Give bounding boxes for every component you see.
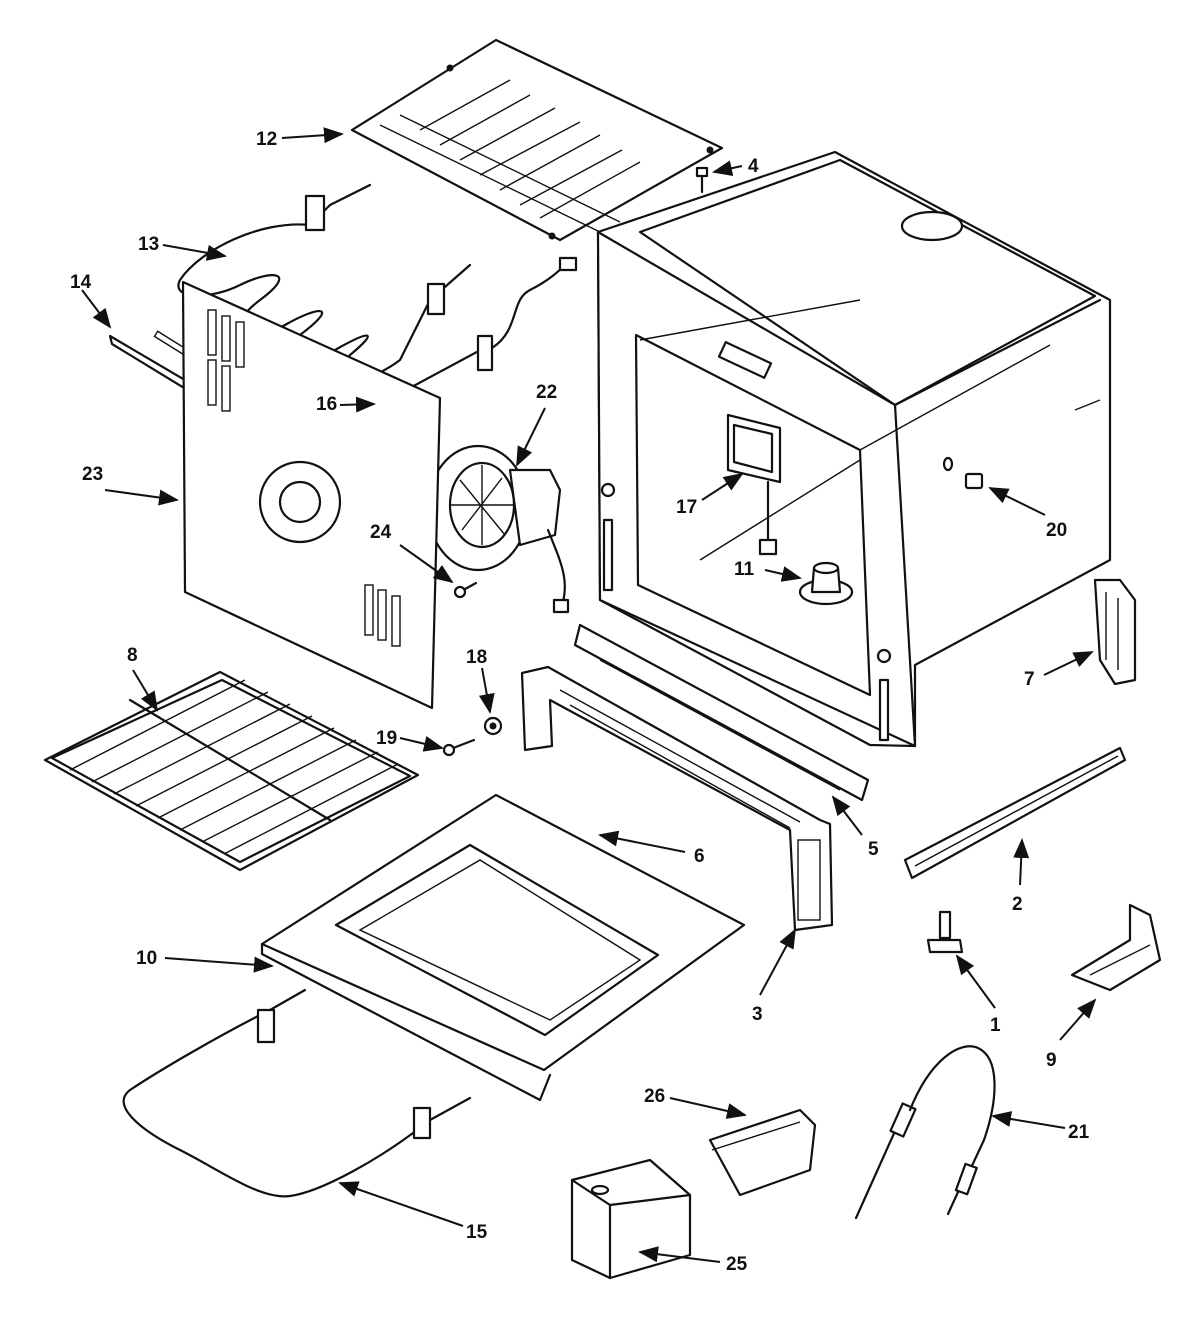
part-5-frame-lower <box>573 623 870 802</box>
part-8-oven-rack <box>43 670 420 872</box>
callout-6: 6 <box>694 846 705 867</box>
part-2-rail <box>903 746 1127 880</box>
callout-26: 26 <box>644 1086 665 1107</box>
callout-7: 7 <box>1024 669 1035 690</box>
callout-labels: 12 4 13 14 16 22 23 17 20 24 11 8 18 7 1… <box>70 129 1090 1275</box>
part-20-clip <box>942 456 984 490</box>
callout-20: 20 <box>1046 520 1067 541</box>
callout-19: 19 <box>376 728 397 749</box>
part-26-trim <box>708 1108 817 1197</box>
callout-8: 8 <box>127 645 138 666</box>
callout-18: 18 <box>466 647 487 668</box>
oven-cavity <box>596 150 1112 748</box>
part-21-meat-probe <box>854 1045 996 1220</box>
callout-17: 17 <box>676 497 697 518</box>
callout-22: 22 <box>536 382 557 403</box>
callout-5: 5 <box>868 839 879 860</box>
callout-2: 2 <box>1012 894 1023 915</box>
part-24-screw <box>453 581 478 599</box>
callout-16: 16 <box>316 394 337 415</box>
callout-3: 3 <box>752 1004 763 1025</box>
callout-15: 15 <box>466 1222 488 1243</box>
callout-14: 14 <box>70 272 92 293</box>
part-4-screw <box>695 166 709 194</box>
part-16-temperature-probe <box>378 256 578 406</box>
callout-25: 25 <box>726 1254 748 1275</box>
part-23-convection-panel <box>181 280 442 710</box>
part-11-sensor-knob <box>798 561 854 606</box>
callout-10: 10 <box>136 948 157 969</box>
callout-1: 1 <box>990 1015 1001 1036</box>
callout-11: 11 <box>734 559 755 580</box>
callout-13: 13 <box>138 234 159 255</box>
part-25-block <box>570 1158 692 1280</box>
callout-21: 21 <box>1068 1122 1090 1143</box>
callout-23: 23 <box>82 464 103 485</box>
callout-4: 4 <box>748 156 759 177</box>
part-22-convection-fan <box>426 444 570 614</box>
part-18-grommet <box>483 716 503 736</box>
part-17-oven-light <box>726 413 782 556</box>
part-12-top-heat-shield <box>350 38 724 242</box>
part-19-screw <box>442 738 476 757</box>
leader-lines <box>81 127 1097 1263</box>
part-1-leveling-leg <box>926 910 964 954</box>
part-6-oven-bottom <box>260 793 746 1102</box>
part-9-bracket <box>1070 903 1162 992</box>
part-15-bake-element <box>122 988 472 1198</box>
callout-12: 12 <box>256 129 277 150</box>
part-7-bracket <box>1093 578 1137 686</box>
callout-9: 9 <box>1046 1050 1057 1071</box>
callout-24: 24 <box>370 522 392 543</box>
part-13-broil-element <box>177 183 472 382</box>
